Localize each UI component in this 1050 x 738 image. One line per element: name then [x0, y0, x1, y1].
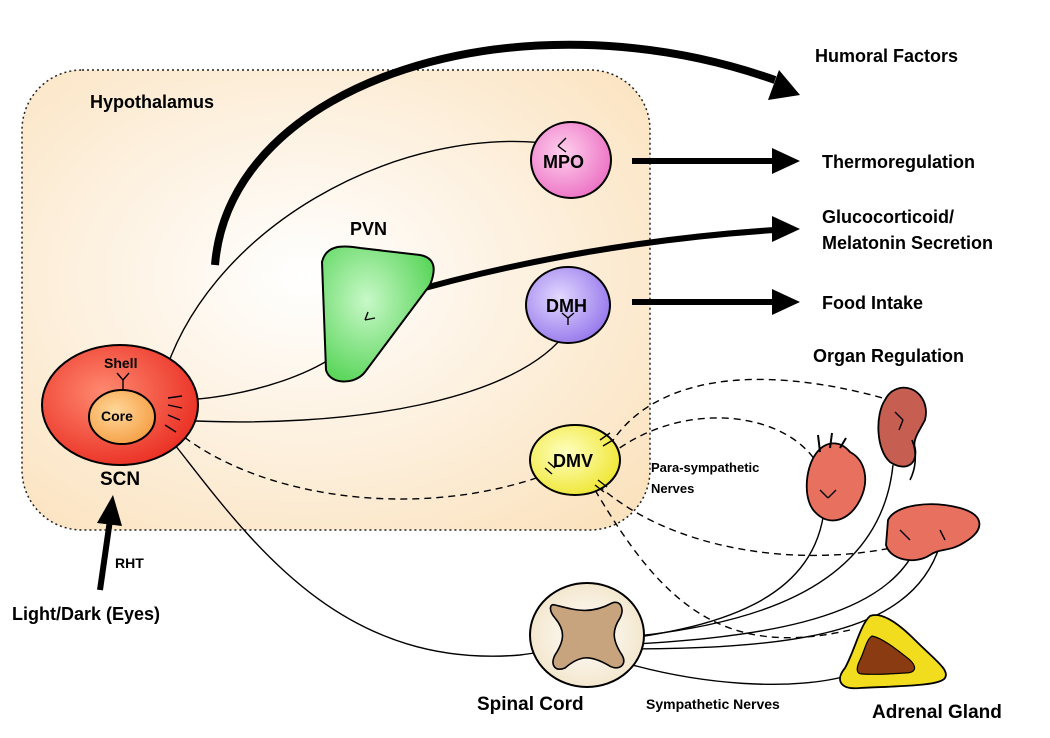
heart-organ: [805, 432, 867, 522]
mpo-synapse: [557, 137, 567, 153]
scn-to-dmh-path: [174, 329, 569, 423]
scn-projections: [159, 140, 581, 657]
spinal-cord: [529, 582, 645, 688]
adrenal-gland: [839, 614, 947, 690]
hypothalamus-label: Hypothalamus: [90, 92, 214, 112]
dmh-synapse: [561, 312, 575, 325]
spinal-cord-label: Spinal Cord: [477, 694, 584, 715]
mpo-label: MPO: [543, 152, 584, 172]
humoral-arrowhead: [768, 70, 800, 100]
pvn-nucleus: [320, 245, 435, 383]
dmv-to-heart-path: [609, 417, 816, 461]
glucocorticoid-label-1: Glucocorticoid/: [822, 207, 954, 227]
humoral-label: Humoral Factors: [815, 46, 958, 66]
dmh-nucleus: [525, 266, 611, 344]
dmh-food-arrowhead: [772, 289, 800, 315]
dmv-label: DMV: [553, 451, 593, 471]
parasympathetic-label-1: Para-sympathetic: [651, 460, 759, 475]
scn-to-dmv-path: [174, 429, 546, 500]
humoral-arrow: [211, 40, 777, 266]
parasympathetic-label-2: Nerves: [651, 481, 694, 496]
pvn-gluco-arrowhead: [772, 216, 800, 242]
adrenal-gland-label: Adrenal Gland: [872, 702, 1002, 723]
organ-regulation-label: Organ Regulation: [813, 346, 964, 366]
rht-arrowhead: [97, 495, 122, 526]
glucocorticoid-label-2: Melatonin Secretion: [822, 233, 993, 253]
shell-label: Shell: [104, 355, 137, 371]
scn-label: SCN: [100, 469, 140, 490]
rht-arrow: [97, 519, 113, 591]
dmv-to-liver-path: [597, 484, 906, 557]
core-label: Core: [101, 408, 133, 424]
mpo-nucleus: [530, 121, 612, 199]
pvn-gluco-arrow: [399, 227, 776, 298]
sympathetic-nerves-label: Sympathetic Nerves: [646, 696, 780, 712]
pvn-synapse: [364, 311, 376, 321]
scn-terminal-ticks: [164, 395, 183, 433]
kidney-organ: [877, 386, 927, 481]
dmv-to-kidney-path: [609, 378, 891, 446]
spinal-to-liver-path: [589, 549, 916, 647]
shell-core-synapse: [116, 372, 130, 390]
spinal-to-liver2-path: [589, 544, 941, 650]
scn-to-mpo-path: [159, 140, 561, 391]
rht-label: RHT: [115, 555, 144, 571]
liver-organ: [885, 503, 981, 562]
pvn-label: PVN: [350, 219, 387, 239]
mpo-thermo-arrowhead: [772, 148, 800, 174]
dmv-nucleus: [529, 424, 621, 496]
dmh-label: DMH: [546, 296, 587, 316]
sympathetic-paths: [589, 464, 941, 685]
thermoregulation-label: Thermoregulation: [822, 152, 975, 172]
food-intake-label: Food Intake: [822, 293, 923, 313]
light-dark-label: Light/Dark (Eyes): [12, 604, 160, 624]
dmv-ticks: [544, 432, 614, 493]
scn-core: [88, 389, 156, 445]
